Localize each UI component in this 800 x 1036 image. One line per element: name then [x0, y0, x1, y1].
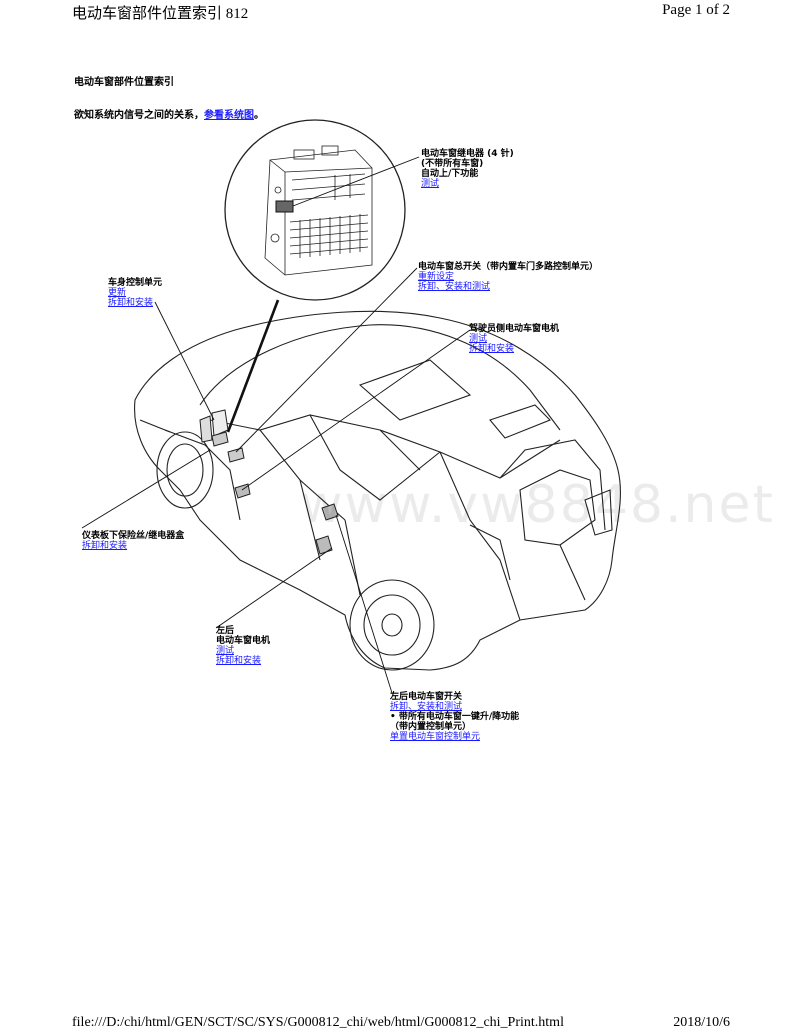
rear-left-switch-control-unit-link[interactable]: 单置电动车窗控制单元 — [390, 732, 481, 742]
rear-left-switch-remove-install-test-link[interactable]: 拆卸、安装和测试 — [390, 702, 463, 712]
callout-driver-window-motor: 驾驶员侧电动车窗电机 测试 拆卸和安装 — [469, 324, 559, 354]
rear-left-motor-name-1: 左后 — [216, 626, 235, 636]
bcu-update-link[interactable]: 更新 — [108, 288, 127, 298]
component-markers — [199, 409, 339, 555]
relay-highlight — [275, 200, 294, 213]
callout-power-window-relay: 电动车窗继电器 (4 针) (不带所有车窗) 自动上/下功能 测试 — [421, 149, 514, 189]
callout-master-switch: 电动车窗总开关（带内置车门多路控制单元） 重新设定 拆卸、安装和测试 — [418, 262, 598, 292]
leader-lines — [81, 156, 471, 694]
rear-left-motor-remove-install-link[interactable]: 拆卸和安装 — [216, 656, 262, 666]
master-switch-name: 电动车窗总开关（带内置车门多路控制单元） — [418, 262, 599, 272]
intro-prefix: 欲知系统内信号之间的关系， — [74, 110, 204, 121]
bcu-remove-install-link[interactable]: 拆卸和安装 — [108, 298, 154, 308]
bcu-name: 车身控制单元 — [108, 278, 163, 288]
page-title: 电动车窗部件位置索引 — [74, 77, 174, 88]
relay-note-2: 自动上/下功能 — [421, 169, 479, 179]
master-switch-remove-install-test-link[interactable]: 拆卸、安装和测试 — [418, 282, 491, 292]
callout-rear-left-window-switch: 左后电动车窗开关 拆卸、安装和测试 • 带所有电动车窗一键升/降功能 （带内置控… — [390, 692, 519, 742]
callout-body-control-unit: 车身控制单元 更新 拆卸和安装 — [108, 278, 162, 308]
driver-motor-remove-install-link[interactable]: 拆卸和安装 — [469, 344, 515, 354]
system-diagram-link[interactable]: 参看系统图 — [204, 110, 254, 121]
callout-rear-left-window-motor: 左后 电动车窗电机 测试 拆卸和安装 — [216, 626, 270, 666]
watermark: www.vw8848.net — [300, 475, 775, 535]
fuse-box-drawing — [264, 145, 373, 276]
print-footer-path: file:///D:/chi/html/GEN/SCT/SC/SYS/G0008… — [72, 1015, 564, 1030]
callout-fuse-relay-box: 仪表板下保险丝/继电器盒 拆卸和安装 — [82, 531, 184, 551]
relay-name: 电动车窗继电器 (4 针) — [421, 149, 514, 159]
magnified-view-circle — [224, 119, 406, 301]
rear-left-switch-note-2: （带内置控制单元） — [390, 722, 472, 732]
fuse-box-remove-install-link[interactable]: 拆卸和安装 — [82, 541, 128, 551]
relay-test-link[interactable]: 测试 — [421, 179, 440, 189]
print-header-page: Page 1 of 2 — [662, 2, 730, 18]
relay-note-1: (不带所有车窗) — [421, 159, 484, 169]
rear-left-switch-note-1: • 带所有电动车窗一键升/降功能 — [390, 712, 520, 722]
driver-motor-test-link[interactable]: 测试 — [469, 334, 488, 344]
master-switch-reset-link[interactable]: 重新设定 — [418, 272, 455, 282]
rear-left-switch-name: 左后电动车窗开关 — [390, 692, 463, 702]
rear-left-motor-name-2: 电动车窗电机 — [216, 636, 271, 646]
driver-motor-name: 驾驶员侧电动车窗电机 — [469, 324, 560, 334]
print-footer-date: 2018/10/6 — [673, 1015, 730, 1030]
fuse-box-name: 仪表板下保险丝/继电器盒 — [82, 531, 185, 541]
rear-left-motor-test-link[interactable]: 测试 — [216, 646, 235, 656]
intro-suffix: 。 — [254, 110, 264, 121]
car-outline — [134, 310, 621, 671]
intro-text: 欲知系统内信号之间的关系，参看系统图。 — [74, 106, 264, 121]
print-header-title: 电动车窗部件位置索引 812 — [72, 6, 249, 22]
